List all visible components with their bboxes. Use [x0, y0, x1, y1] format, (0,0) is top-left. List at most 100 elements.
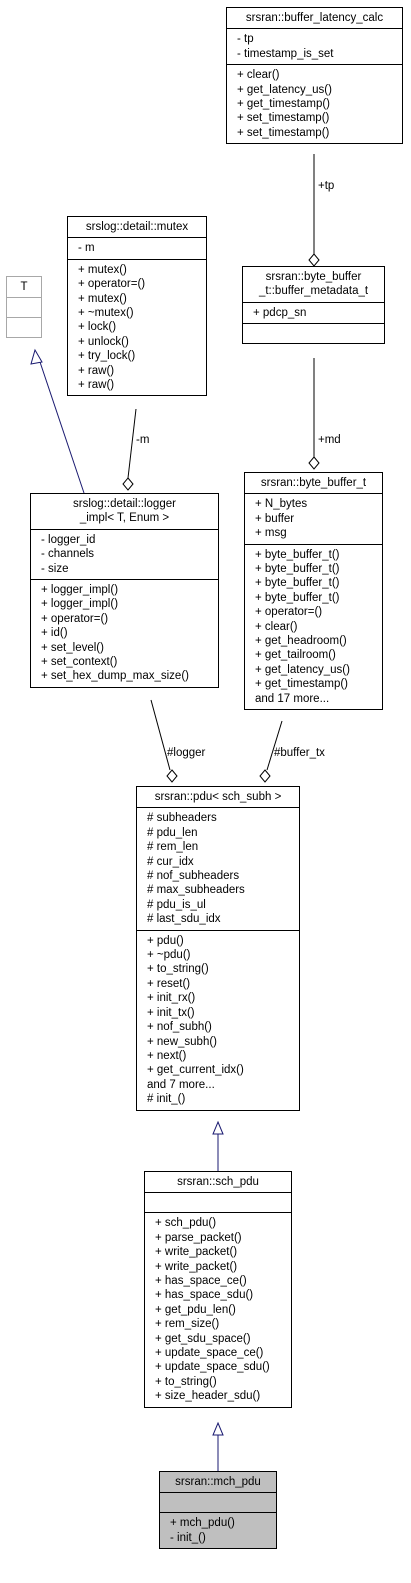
class-methods: + byte_buffer_t()+ byte_buffer_t()+ byte…: [245, 545, 382, 709]
diamond-tp: [308, 253, 320, 267]
class-mutex[interactable]: srslog::detail::mutex- m+ mutex()+ opera…: [67, 216, 207, 397]
method-item: + sch_pdu(): [155, 1217, 217, 1230]
method-item: - init_(): [170, 1531, 206, 1544]
method-item: + nof_subh(): [147, 1021, 212, 1034]
method-item: + raw(): [78, 364, 115, 377]
class-title-line: _t::buffer_metadata_t: [258, 285, 369, 298]
class-attributes: + pdcp_sn: [243, 303, 384, 325]
method-item: + get_timestamp(): [255, 678, 348, 691]
diamond-logger: [166, 769, 178, 783]
class-pdu[interactable]: srsran::pdu< sch_subh ># subheaders# pdu…: [136, 786, 300, 1111]
edge-template: [39, 361, 85, 494]
method-item: + byte_buffer_t(): [255, 591, 340, 604]
class-attributes: # subheaders# pdu_len # rem_len# cur_idx #…: [137, 808, 299, 931]
method-item: + clear(): [255, 620, 298, 633]
class-methods: [7, 318, 41, 337]
attribute-item: - size: [41, 562, 69, 575]
arrow-template: [30, 348, 43, 365]
method-item: and 17 more...: [255, 692, 330, 705]
method-item: + get_headroom(): [255, 635, 347, 648]
method-item: + set_timestamp(): [237, 126, 330, 139]
method-item: and 7 more...: [147, 1078, 215, 1091]
class-sch-pdu[interactable]: srsran::sch_pdu+ sch_pdu()+ parse_packet…: [144, 1171, 292, 1408]
method-item: + to_string(): [155, 1375, 217, 1388]
attribute-item: # nof_subheaders: [147, 870, 240, 883]
class-title-line: srslog::detail::mutex: [85, 221, 189, 233]
class-title-line: T: [20, 281, 28, 293]
edge-logger: [150, 699, 171, 771]
method-item: + unlock(): [78, 335, 129, 348]
diamond-buffer-tx: [259, 769, 271, 783]
edge-label-tp: +tp: [318, 180, 334, 192]
class-title: srslog::detail::mutex: [68, 217, 206, 239]
method-item: + mutex(): [78, 263, 127, 276]
method-item: + get_current_idx(): [147, 1064, 244, 1077]
arrow-pdu: [212, 1120, 224, 1135]
method-item: + get_sdu_space(): [155, 1332, 251, 1345]
method-item: + init_tx(): [147, 1006, 195, 1019]
class-buffer-metadata-t[interactable]: srsran::byte_buffer_t::buffer_metadata_t…: [242, 266, 385, 345]
class-title-line: srslog::detail::logger: [73, 498, 176, 510]
class-buffer-latency-calc[interactable]: srsran::buffer_latency_calc- tp- timesta…: [226, 7, 403, 145]
class-attributes: [7, 298, 41, 319]
class-title-line: srsran::sch_pdu: [177, 1176, 259, 1188]
class-title: T: [7, 277, 41, 299]
method-item: + has_space_sdu(): [155, 1289, 254, 1302]
method-item: + operator=(): [255, 606, 323, 619]
edge-label-logger: #logger: [167, 747, 206, 759]
attribute-item: # rem_len: [147, 841, 199, 854]
class-methods: + clear()+ get_latency_us()+ get_timesta…: [227, 65, 402, 143]
method-item: + operator=(): [41, 612, 109, 625]
attribute-item: # max_subheaders: [147, 884, 245, 897]
method-item: + mutex(): [78, 292, 127, 305]
method-item: + get_timestamp(): [237, 98, 330, 111]
class-title-line: srsran::byte_buffer: [265, 271, 362, 283]
class-title-line: _impl< T, Enum >: [79, 512, 170, 525]
method-item: + lock(): [78, 321, 117, 334]
method-item: + get_pdu_len(): [155, 1303, 236, 1316]
class-title: srslog::detail::logger_impl< T, Enum >: [31, 494, 218, 530]
diamond-md: [308, 456, 320, 470]
method-item: # init_(): [147, 1093, 186, 1106]
class-methods: [243, 324, 384, 343]
attribute-item: + N_bytes: [255, 498, 308, 511]
class-logger-impl[interactable]: srslog::detail::logger_impl< T, Enum >- …: [30, 493, 219, 688]
class-attributes: - tp- timestamp_is_set: [227, 29, 402, 66]
attribute-item: # pdu_is_ul: [147, 898, 206, 911]
attribute-item: # cur_idx: [147, 855, 194, 868]
class-methods: + mutex()+ operator=()+ mutex()+ ~mutex(…: [68, 260, 206, 396]
method-item: + get_latency_us(): [255, 663, 350, 676]
method-item: + ~mutex(): [78, 307, 134, 320]
method-item: + set_level(): [41, 641, 104, 654]
class-attributes: - logger_id- channels- size: [31, 530, 218, 581]
method-item: + parse_packet(): [155, 1231, 242, 1244]
method-item: + set_context(): [41, 656, 118, 669]
attribute-item: # pdu_len: [147, 826, 198, 839]
class-methods: + sch_pdu()+ parse_packet()+ write_packe…: [145, 1213, 291, 1406]
method-item: + id(): [41, 627, 68, 640]
class-template-t[interactable]: T: [6, 276, 42, 339]
method-item: + get_tailroom(): [255, 649, 336, 662]
class-mch-pdu[interactable]: srsran::mch_pdu+ mch_pdu()- init_(): [159, 1471, 277, 1550]
class-attributes: + N_bytes+ buffer+ msg: [245, 494, 382, 545]
method-item: + reset(): [147, 977, 191, 990]
class-title-line: srsran::buffer_latency_calc: [245, 12, 384, 24]
class-byte-buffer-t[interactable]: srsran::byte_buffer_t+ N_bytes+ buffer+ …: [244, 472, 383, 711]
arrow-sch: [212, 1421, 224, 1436]
method-item: + logger_impl(): [41, 598, 119, 611]
attribute-item: - timestamp_is_set: [237, 47, 334, 60]
edge-label-m: -m: [136, 434, 149, 446]
method-item: + mch_pdu(): [170, 1517, 235, 1530]
class-methods: + logger_impl()+ logger_impl()+ operator…: [31, 580, 218, 687]
attribute-item: # subheaders: [147, 812, 217, 825]
class-title: srsran::sch_pdu: [145, 1172, 291, 1194]
class-attributes: [145, 1193, 291, 1214]
method-item: + ~pdu(): [147, 949, 191, 962]
edge-m: [127, 408, 137, 479]
class-title-line: srsran::byte_buffer_t: [260, 477, 367, 489]
class-title: srsran::byte_buffer_t: [245, 473, 382, 495]
attribute-item: + buffer: [255, 512, 295, 525]
method-item: + size_header_sdu(): [155, 1390, 261, 1403]
method-item: + set_timestamp(): [237, 112, 330, 125]
